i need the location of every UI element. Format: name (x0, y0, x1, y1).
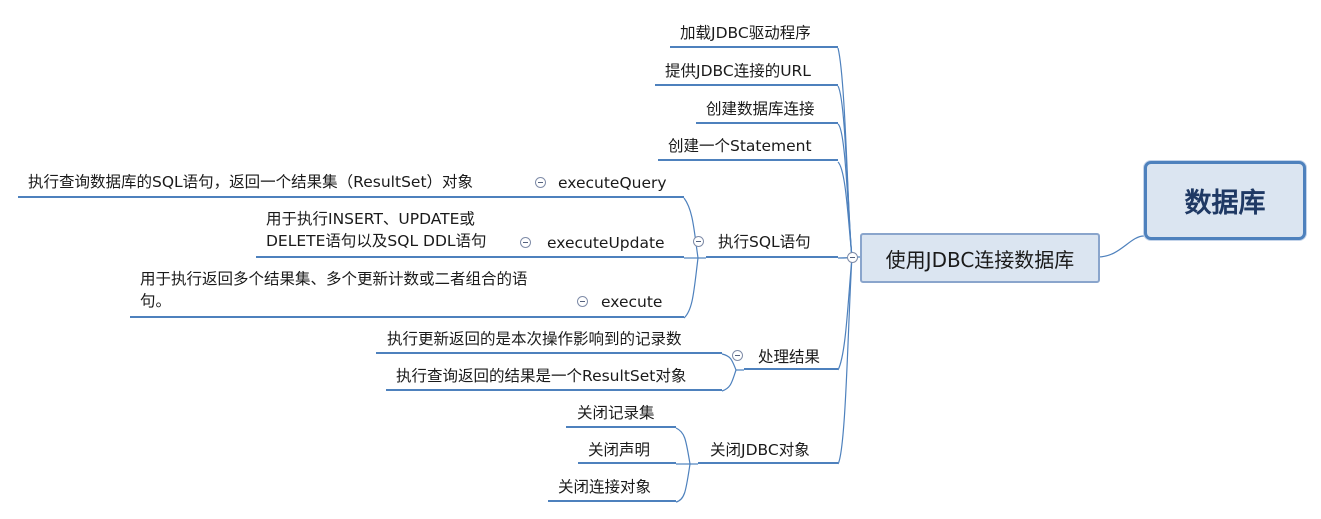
step-close-jdbc[interactable]: 关闭JDBC对象 (710, 441, 810, 459)
exec-execute-name[interactable]: execute (601, 293, 663, 311)
exec-query-collapse-icon[interactable] (535, 177, 546, 188)
exec-query-name-underline (548, 196, 684, 198)
step-load-driver-underline (670, 46, 838, 48)
step-provide-url-underline (655, 84, 838, 86)
result-query-desc-underline (386, 389, 722, 391)
exec-query-desc[interactable]: 执行查询数据库的SQL语句，返回一个结果集（ResultSet）对象 (28, 173, 474, 191)
exec-update-collapse-icon[interactable] (520, 237, 531, 248)
result-update-desc-underline (376, 352, 722, 354)
step-create-connection-underline (696, 122, 838, 124)
step-load-driver[interactable]: 加载JDBC驱动程序 (680, 24, 811, 42)
result-query-desc[interactable]: 执行查询返回的结果是一个ResultSet对象 (396, 367, 687, 385)
close-recordset[interactable]: 关闭记录集 (577, 404, 655, 422)
exec-query-name[interactable]: executeQuery (558, 174, 667, 192)
close-recordset-underline (566, 426, 676, 428)
step-process-result[interactable]: 处理结果 (758, 348, 821, 366)
exec-execute-desc-underline (130, 316, 591, 318)
result-update-desc[interactable]: 执行更新返回的是本次操作影响到的记录数 (387, 330, 682, 348)
step-execute-sql[interactable]: 执行SQL语句 (718, 233, 811, 251)
step-create-statement-underline (658, 159, 838, 161)
exec-update-name[interactable]: executeUpdate (547, 234, 665, 252)
exec-update-desc[interactable]: 用于执行INSERT、UPDATE或DELETE语句以及SQL DDL语句 (266, 210, 487, 250)
result-collapse-icon[interactable] (732, 350, 743, 361)
close-connection-underline (548, 500, 676, 502)
exec-execute-name-underline (591, 316, 684, 318)
main-collapse-icon[interactable] (847, 252, 858, 263)
main-topic[interactable]: 使用JDBC连接数据库 (860, 233, 1100, 283)
exec-collapse-icon[interactable] (693, 236, 704, 247)
step-create-statement[interactable]: 创建一个Statement (668, 137, 812, 155)
exec-query-desc-underline (18, 196, 548, 198)
step-create-connection[interactable]: 创建数据库连接 (706, 100, 815, 118)
exec-execute-collapse-icon[interactable] (577, 296, 588, 307)
close-statement[interactable]: 关闭声明 (588, 441, 651, 459)
step-close-jdbc-underline (698, 462, 838, 464)
exec-update-desc-underline (256, 256, 537, 258)
step-provide-url[interactable]: 提供JDBC连接的URL (665, 62, 811, 80)
close-connection[interactable]: 关闭连接对象 (558, 478, 652, 496)
close-statement-underline (578, 462, 676, 464)
step-execute-sql-underline (706, 256, 838, 258)
root-topic[interactable]: 数据库 (1144, 161, 1306, 240)
step-process-result-underline (744, 368, 838, 370)
exec-update-name-underline (537, 256, 684, 258)
exec-execute-desc[interactable]: 用于执行返回多个结果集、多个更新计数或二者组合的语句。 (140, 270, 528, 310)
